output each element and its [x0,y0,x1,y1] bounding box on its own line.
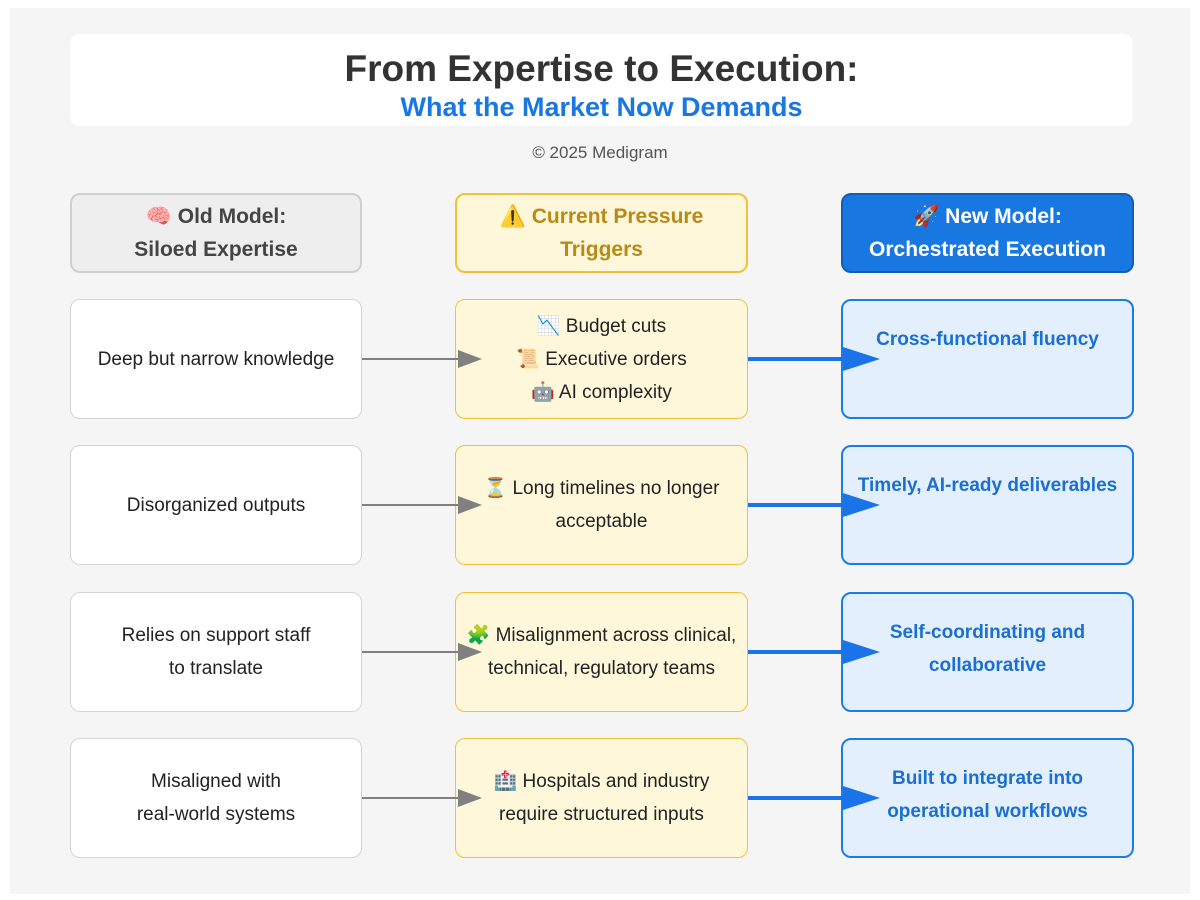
copyright-notice: © 2025 Medigram [532,143,668,162]
old-model-box-2: Disorganized outputs [70,445,362,565]
old-model-box-3: Relies on support staff to translate [70,592,362,712]
title-card: From Expertise to Execution: What the Ma… [70,34,1133,126]
page-subtitle: What the Market Now Demands [400,92,803,122]
old-model-box-1: Deep but narrow knowledge [70,299,362,419]
header-new-model: 🚀 New Model: Orchestrated Execution [841,193,1134,273]
pressure-box-1: 📉 Budget cuts 📜 Executive orders 🤖 AI co… [455,299,748,419]
page-title: From Expertise to Execution: [344,48,859,89]
pressure-box-4: 🏥 Hospitals and industry require structu… [455,738,748,858]
header-current-pressure: ⚠️ Current Pressure Triggers [455,193,748,273]
new-model-box-3: Self-coordinating and collaborative [841,592,1134,712]
old-model-box-4: Misaligned with real-world systems [70,738,362,858]
pressure-box-3: 🧩 Misalignment across clinical, technica… [455,592,748,712]
pressure-box-2: ⏳ Long timelines no longer acceptable [455,445,748,565]
header-old-model: 🧠 Old Model: Siloed Expertise [70,193,362,273]
new-model-box-4: Built to integrate into operational work… [841,738,1134,858]
new-model-box-2: Timely, AI-ready deliverables [841,445,1134,565]
new-model-box-1: Cross-functional fluency [841,299,1134,419]
